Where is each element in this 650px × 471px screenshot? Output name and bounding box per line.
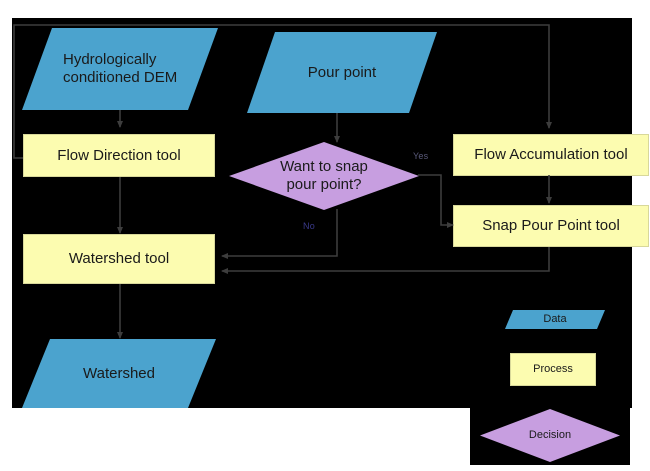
edge-label-yes: Yes bbox=[413, 151, 429, 161]
parallelogram-shape bbox=[505, 310, 605, 329]
legend-item-decision: Decision bbox=[480, 409, 620, 462]
node-flow-direction-tool[interactable]: Flow Direction tool bbox=[23, 134, 215, 177]
node-flow-accumulation-tool[interactable]: Flow Accumulation tool bbox=[453, 134, 649, 176]
legend-item-data: Data bbox=[505, 310, 605, 329]
node-label: Want to snap pour point? bbox=[280, 158, 368, 193]
node-watershed[interactable]: Watershed bbox=[22, 339, 216, 408]
node-label: Pour point bbox=[307, 63, 377, 81]
node-pour-point[interactable]: Pour point bbox=[247, 32, 437, 113]
diamond-shape bbox=[480, 409, 620, 462]
node-label: Watershed bbox=[83, 364, 155, 382]
diamond-shape bbox=[229, 142, 419, 210]
node-want-to-snap-pour-point[interactable]: Want to snap pour point? bbox=[229, 142, 419, 210]
node-watershed-tool[interactable]: Watershed tool bbox=[23, 234, 215, 284]
legend-label-data: Data bbox=[543, 313, 567, 326]
edge-label-no: No bbox=[303, 221, 315, 231]
legend-label-decision: Decision bbox=[528, 429, 572, 442]
parallelogram-shape bbox=[22, 339, 216, 408]
node-hydrologically-conditioned-dem[interactable]: Hydrologically conditioned DEM bbox=[22, 28, 218, 110]
legend-item-process: Process bbox=[510, 353, 596, 386]
node-label: Hydrologically conditioned DEM bbox=[63, 51, 178, 86]
node-snap-pour-point-tool[interactable]: Snap Pour Point tool bbox=[453, 205, 649, 247]
